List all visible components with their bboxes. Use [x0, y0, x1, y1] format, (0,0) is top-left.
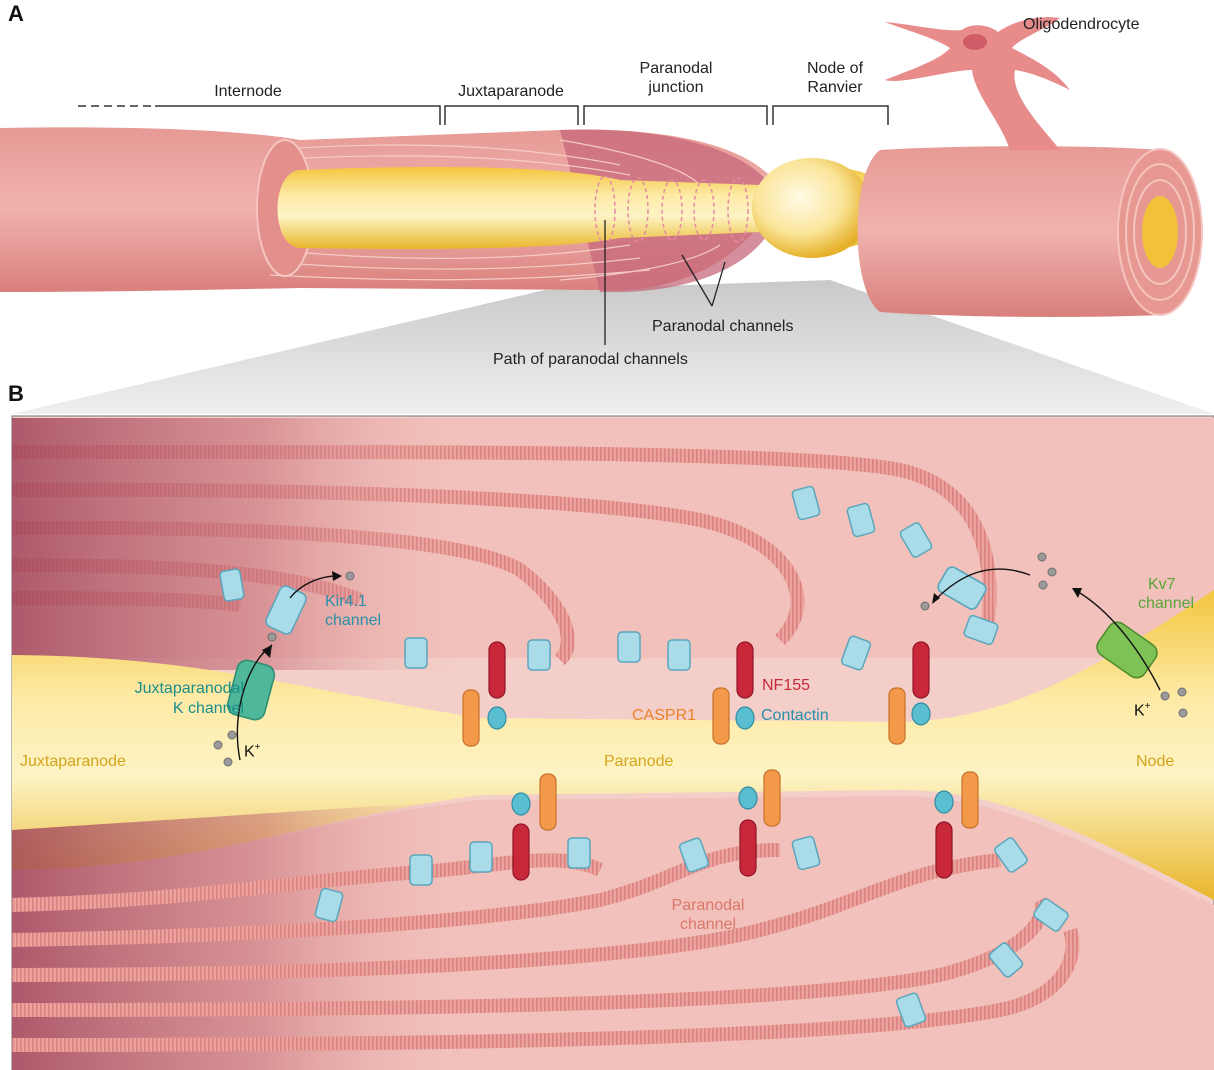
panel-b-letter: B — [8, 384, 24, 403]
label-node-of-ranvier-2: Ranvier — [807, 78, 862, 97]
label-path-of-paranodal-channels: Path of paranodal channels — [493, 350, 688, 369]
label-paranode-b: Paranode — [604, 752, 673, 771]
label-k-ion-right: K+ — [1134, 697, 1151, 720]
label-oligodendrocyte: Oligodendrocyte — [1023, 15, 1140, 34]
label-nf155: NF155 — [762, 676, 810, 695]
label-jxp-k-channel-2: K channel — [173, 699, 244, 718]
label-juxtaparanode: Juxtaparanode — [458, 82, 564, 101]
label-paranodal-channel-2: channel — [680, 915, 736, 934]
myelin-cylinder-right — [858, 146, 1161, 317]
label-paranodal-channels: Paranodal channels — [652, 317, 793, 336]
label-kir41-2: channel — [325, 611, 381, 630]
label-paranodal-channel-1: Paranodal — [672, 896, 745, 915]
label-node-of-ranvier-1: Node of — [807, 59, 863, 78]
node-of-ranvier-bulb — [752, 158, 872, 258]
label-kv7-2: channel — [1138, 594, 1194, 613]
label-juxtaparanode-b: Juxtaparanode — [20, 752, 126, 771]
myelin-dark-left-top — [12, 418, 470, 670]
label-internode: Internode — [214, 82, 282, 101]
axon-cross-section — [1142, 196, 1178, 268]
panel-a-letter: A — [8, 4, 24, 23]
region-brackets — [78, 106, 888, 125]
label-paranodal-junction-2: junction — [648, 78, 703, 97]
label-contactin: Contactin — [761, 706, 829, 725]
label-node-b: Node — [1136, 752, 1174, 771]
label-caspr1: CASPR1 — [632, 706, 696, 725]
label-kir41-1: Kir4.1 — [325, 592, 367, 611]
label-k-ion-left: K+ — [244, 738, 261, 761]
label-kv7-1: Kv7 — [1148, 575, 1176, 594]
oligodendrocyte-nucleus — [963, 34, 987, 50]
label-paranodal-junction-1: Paranodal — [640, 59, 713, 78]
label-jxp-k-channel-1: Juxtaparanodal — [135, 679, 244, 698]
